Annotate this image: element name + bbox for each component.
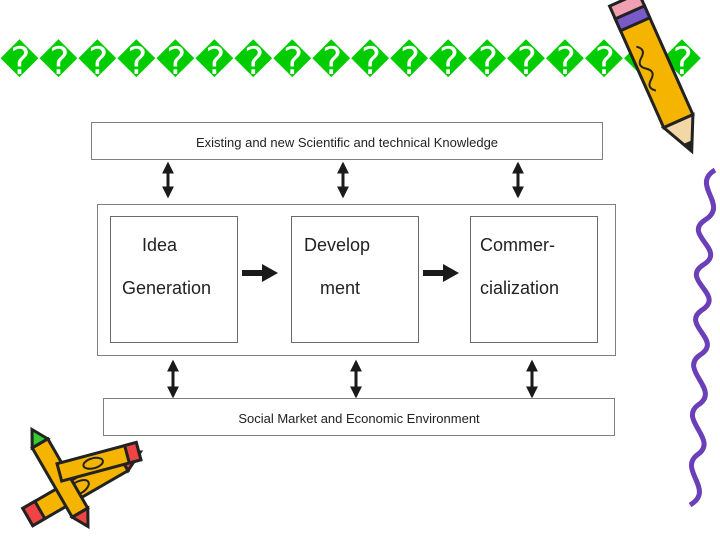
knowledge-arrows — [162, 161, 524, 199]
stage-development: Develop ment — [291, 216, 419, 343]
flow-arrow-2 — [423, 264, 459, 282]
pencil-icon — [607, 0, 695, 155]
stage-commercialization-line1: Commer- — [480, 235, 555, 255]
flow-arrow-1 — [242, 264, 278, 282]
stage-idea-line2: Generation — [122, 278, 212, 298]
stage-commercialization-line2: cialization — [480, 278, 560, 298]
environment-band-label: Social Market and Economic Environment — [238, 411, 480, 426]
stage-commercialization: Commer- cialization — [470, 216, 598, 343]
knowledge-band-label: Existing and new Scientific and technica… — [195, 135, 499, 150]
slide-title: ������������������ — [0, 39, 702, 83]
knowledge-band: Existing and new Scientific and technica… — [91, 122, 603, 160]
environment-arrows — [167, 359, 538, 399]
squiggle-decoration — [688, 167, 717, 508]
environment-band: Social Market and Economic Environment — [103, 398, 615, 436]
flow-arrows — [242, 264, 459, 282]
stage-idea-line1: Idea — [142, 235, 178, 255]
stage-idea-generation: Idea Generation — [110, 216, 238, 343]
stage-development-line2: ment — [320, 278, 361, 298]
stage-development-line1: Develop — [304, 235, 371, 255]
crayons-icon — [20, 426, 144, 530]
